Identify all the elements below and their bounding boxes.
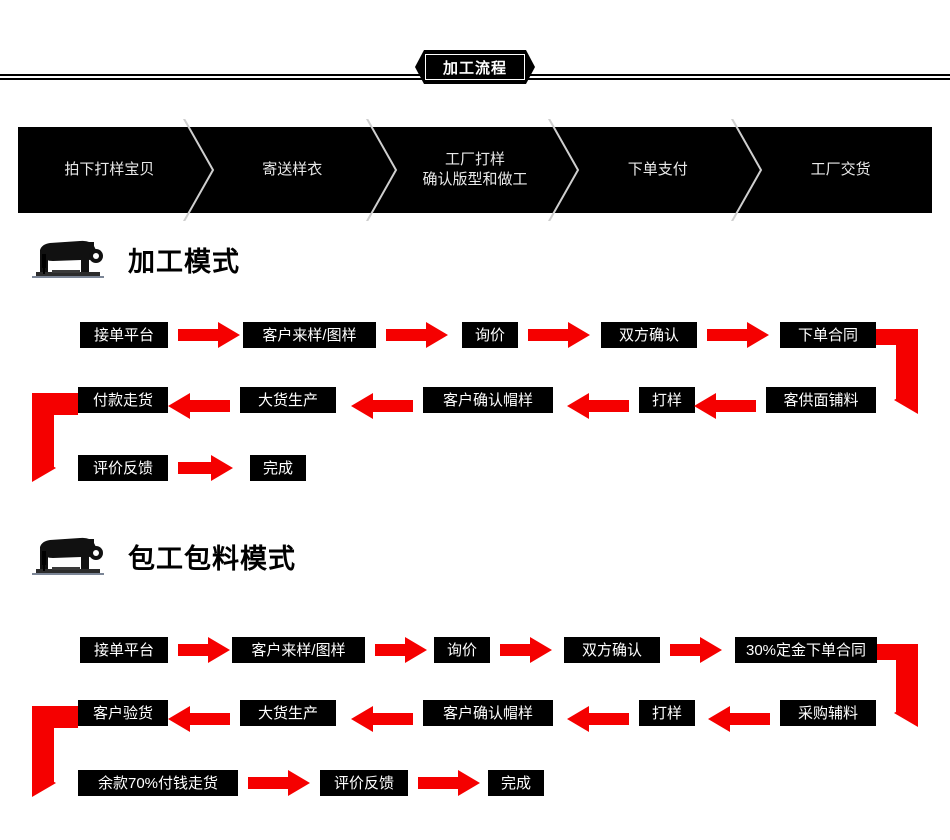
top-step-1-label: 拍下打样宝贝 — [64, 160, 155, 178]
node-s1-r2-2[interactable]: 大货生产 — [240, 387, 336, 413]
arrow-right-s1-r3-1 — [178, 455, 233, 481]
node-s2-r2-2[interactable]: 大货生产 — [240, 700, 336, 726]
node-s1-r3-1[interactable]: 评价反馈 — [78, 455, 168, 481]
elbow-s2-left-down — [32, 706, 78, 783]
arrow-left-s1-r2-1 — [694, 393, 756, 419]
arrow-right-s2-r1-1 — [178, 637, 230, 663]
node-s2-r1-5[interactable]: 30%定金下单合同 — [735, 637, 877, 663]
page-header: 加工流程 — [0, 28, 950, 80]
arrow-right-s2-r1-4 — [670, 637, 722, 663]
node-s2-r1-1[interactable]: 接单平台 — [80, 637, 168, 663]
elbow-s1-left-down — [32, 393, 78, 468]
node-s1-r2-4[interactable]: 打样 — [639, 387, 695, 413]
node-s2-r3-3[interactable]: 完成 — [488, 770, 544, 796]
header-rule-left — [0, 74, 424, 80]
node-s2-r3-1[interactable]: 余款70%付钱走货 — [78, 770, 238, 796]
arrowhead-s2-right-into-r2 — [894, 699, 918, 727]
arrowhead-s2-left-into-r3 — [32, 769, 56, 797]
top-step-2-label: 寄送样衣 — [262, 160, 323, 178]
arrow-right-s2-r1-3 — [500, 637, 552, 663]
top-step-3-label: 工厂打样 确认版型和做工 — [422, 150, 528, 188]
header-rule-right — [526, 74, 950, 80]
top-step-2: 寄送样衣 — [201, 127, 384, 213]
arrow-left-s2-r2-3 — [351, 706, 413, 732]
node-s2-r3-2[interactable]: 评价反馈 — [320, 770, 408, 796]
top-step-4-label: 下单支付 — [627, 160, 688, 178]
node-s1-r1-1[interactable]: 接单平台 — [80, 322, 168, 348]
node-s2-r1-4[interactable]: 双方确认 — [564, 637, 660, 663]
section-heading-labor-and-materials-mode: 包工包料模式 — [22, 533, 296, 579]
arrow-left-s2-r2-4 — [168, 706, 230, 732]
sewing-machine-icon — [22, 533, 114, 579]
node-s2-r1-2[interactable]: 客户来样/图样 — [232, 637, 365, 663]
header-badge-title: 加工流程 — [442, 59, 507, 77]
section-title-processing-mode: 加工模式 — [128, 246, 240, 278]
arrow-right-s1-r1-4 — [707, 322, 769, 348]
arrow-right-s2-r1-2 — [375, 637, 427, 663]
arrowhead-s1-right-into-r2 — [894, 386, 918, 414]
elbow-s1-right-down — [876, 329, 918, 400]
arrow-left-s1-r2-3 — [351, 393, 413, 419]
node-s2-r2-5[interactable]: 采购辅料 — [780, 700, 876, 726]
node-s2-r2-3[interactable]: 客户确认帽样 — [423, 700, 553, 726]
arrow-right-s1-r1-3 — [528, 322, 590, 348]
top-step-5-label: 工厂交货 — [810, 160, 871, 178]
arrowhead-s1-left-into-r3 — [32, 454, 56, 482]
top-step-5: 工厂交货 — [749, 127, 932, 213]
section-heading-processing-mode: 加工模式 — [22, 236, 240, 282]
arrow-right-s1-r1-1 — [178, 322, 240, 348]
node-s1-r1-3[interactable]: 询价 — [462, 322, 518, 348]
elbow-s2-right-down — [877, 644, 918, 713]
section-title-labor-and-materials-mode: 包工包料模式 — [128, 543, 296, 575]
arrow-left-s1-r2-2 — [567, 393, 629, 419]
node-s1-r3-2[interactable]: 完成 — [250, 455, 306, 481]
arrow-right-s2-r3-2 — [418, 770, 480, 796]
top-step-3: 工厂打样 确认版型和做工 — [384, 127, 567, 213]
sewing-machine-icon — [22, 236, 114, 282]
node-s2-r1-3[interactable]: 询价 — [434, 637, 490, 663]
arrow-left-s2-r2-2 — [567, 706, 629, 732]
node-s1-r2-5[interactable]: 客供面铺料 — [766, 387, 876, 413]
arrow-right-s1-r1-2 — [386, 322, 448, 348]
header-badge-border — [425, 54, 525, 80]
arrow-right-s2-r3-1 — [248, 770, 310, 796]
top-steps-banner: 拍下打样宝贝 寄送样衣 工厂打样 确认版型和做工 下单支付 工厂交货 — [18, 119, 932, 221]
top-step-4: 下单支付 — [566, 127, 749, 213]
header-badge: 加工流程 — [415, 50, 535, 84]
node-s2-r2-4[interactable]: 打样 — [639, 700, 695, 726]
node-s1-r1-5[interactable]: 下单合同 — [780, 322, 876, 348]
arrow-left-s1-r2-4 — [168, 393, 230, 419]
top-step-1: 拍下打样宝贝 — [18, 127, 201, 213]
node-s1-r1-2[interactable]: 客户来样/图样 — [243, 322, 376, 348]
node-s1-r2-3[interactable]: 客户确认帽样 — [423, 387, 553, 413]
arrow-left-s2-r2-1 — [708, 706, 770, 732]
node-s2-r2-1[interactable]: 客户验货 — [78, 700, 168, 726]
node-s1-r2-1[interactable]: 付款走货 — [78, 387, 168, 413]
node-s1-r1-4[interactable]: 双方确认 — [601, 322, 697, 348]
